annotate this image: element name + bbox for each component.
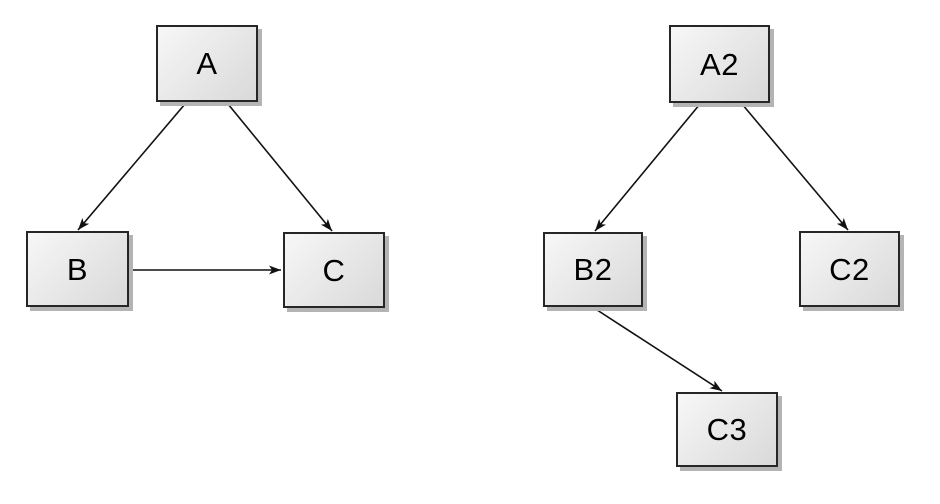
- node-B: B: [26, 231, 129, 307]
- node-label: C2: [829, 251, 870, 287]
- node-C3: C3: [676, 392, 778, 467]
- node-A: A: [156, 25, 258, 102]
- edge-A2-C2: [741, 103, 849, 231]
- edge-B2-C3: [593, 307, 723, 392]
- edge-A2-B2: [594, 103, 701, 232]
- node-A2: A2: [669, 25, 770, 103]
- node-label: A2: [700, 46, 739, 82]
- node-label: B2: [573, 252, 613, 287]
- node-label: A: [196, 46, 218, 81]
- node-B2: B2: [543, 232, 643, 307]
- node-label: C: [322, 252, 346, 288]
- edge-A-C: [227, 103, 333, 232]
- node-label: B: [66, 251, 89, 287]
- edge-group: [77, 103, 849, 392]
- node-label: C3: [706, 412, 748, 447]
- node-C2: C2: [799, 231, 900, 307]
- edge-A-B: [77, 103, 186, 231]
- node-C: C: [283, 232, 385, 308]
